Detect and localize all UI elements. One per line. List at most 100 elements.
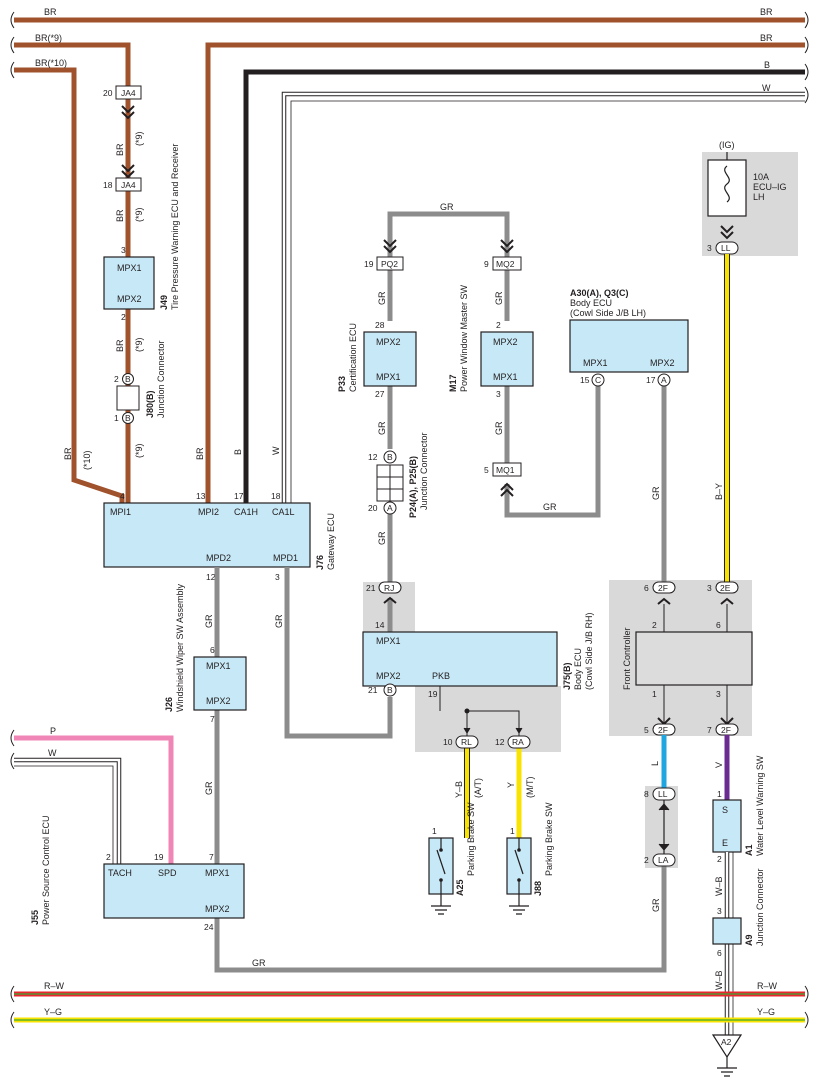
front-controller-name: Front Controller [622,627,632,690]
wire-color: GR [377,421,387,435]
bus-label-br-right: BR [760,7,773,17]
wire-color: GR [651,486,661,500]
pin-number: 1 [432,826,437,836]
j26-id: J26 [164,697,174,712]
wire-color: GR [377,291,387,305]
pin-number: 5 [484,465,489,475]
wire-color: GR [274,614,284,628]
connector-label: JA4 [121,180,136,190]
j26-pin-label: MPX2 [206,696,231,706]
j26-windshield-wiper-sw [193,656,247,711]
wire-note: (*9) [134,131,144,146]
pin-number: 2 [644,855,649,865]
connector-mq2 [492,256,522,271]
wire-color: GR [252,958,266,968]
connector-chevron [121,164,135,179]
pin-number: 2 [121,312,126,322]
wire-color: W–B [714,876,724,896]
connector-pin-c [591,373,605,387]
connector-chevron [121,105,135,120]
connector-letter: A [387,503,393,513]
j76-pin-mpd1: MPD1 [273,553,298,563]
pin-number: 3 [717,906,722,916]
fuse-element [724,165,730,203]
j49-tire-pressure-ecu [103,256,155,310]
j55-power-source-control-ecu [103,863,245,919]
pkb-panel [415,686,561,752]
pin-number: 21 [368,685,378,695]
j88-parking-brake-switch [506,837,532,915]
connector-pin-a [383,501,397,515]
j76-gateway-ecu [103,502,311,568]
j88-id: J88 [533,881,543,896]
wire-color: BR [115,339,125,352]
connector-pin-b [122,373,134,385]
p33-id: P33 [337,376,347,392]
wire-color: GR [543,502,557,512]
m17-pin-label: MPX1 [493,372,518,382]
bus-label-br: BR [44,7,57,17]
pin-number: 20 [103,88,113,98]
j55-input-wires [10,729,174,864]
pin-number: 3 [496,389,501,399]
connector-2e [715,581,739,594]
pin-number: 2 [717,854,722,864]
j55-pin-label: TACH [108,868,132,878]
a1-pin-label: S [722,805,728,815]
fuse-rating: 10A [753,172,769,182]
link-arrow [658,803,670,851]
wire-color: GR [494,291,504,305]
j55-pin-label: MPX2 [205,904,230,914]
connector-rj [378,581,402,594]
pin-number: 2 [496,320,501,330]
pin-number: 17 [234,491,244,501]
a9-junction-connector [712,917,742,945]
pin-number: 18 [103,180,113,190]
pin-number: 15 [580,375,590,385]
connector-chevron [383,596,397,604]
connector-label: PQ2 [381,259,398,269]
wire-color: Y [506,782,516,788]
j55-name: Power Source Control ECU [41,815,51,925]
wire-color: L [650,761,660,766]
pin-number: 12 [495,737,505,747]
p33-pin-label: MPX1 [376,372,401,382]
connector-chevron [657,597,734,605]
body-ecu-id: A30(A), Q3(C) [570,288,629,298]
body-ecu-name: Body ECU [570,298,612,308]
top-buses [10,11,809,503]
body-ecu-pin-label: MPX2 [650,358,675,368]
connector-ra [507,735,531,749]
bottom-buses [10,985,809,1029]
pin-number: 7 [707,725,712,735]
pin-number: 9 [484,259,489,269]
j76-pin-ca1l: CA1L [272,507,295,517]
a25-id: A25 [455,879,465,896]
connector-chevron [500,482,514,497]
p33-name: Certification ECU [348,323,358,392]
connector-ja4-bottom [115,177,142,192]
a9-name: Junction Connector [755,868,765,946]
pin-number: 17 [646,375,656,385]
p24-id: P24(A), P25(B) [408,456,418,518]
j26-pin-label: MPX1 [206,661,231,671]
pin-number: 1 [652,689,657,699]
pin-number: 3 [275,572,280,582]
pin-number: 19 [154,852,164,862]
connector-pq2 [376,256,404,271]
connector-label: MQ1 [496,465,515,475]
connector-label: LL [658,789,668,799]
wire-color: GR [377,531,387,545]
bus-label-w: W [762,83,771,93]
pin-number: 27 [375,389,385,399]
gr-wires [214,211,667,973]
pin-number: 4 [120,491,125,501]
connector-pin-a [657,373,671,387]
connector-letter: B [125,374,131,384]
pin-number: 6 [644,583,649,593]
connector-label: 2F [721,725,731,735]
wire-note: (M/T) [525,777,535,799]
connector-pin-b [383,450,397,464]
j55-pin-label: MPX1 [205,868,230,878]
connector-rl [455,735,479,749]
